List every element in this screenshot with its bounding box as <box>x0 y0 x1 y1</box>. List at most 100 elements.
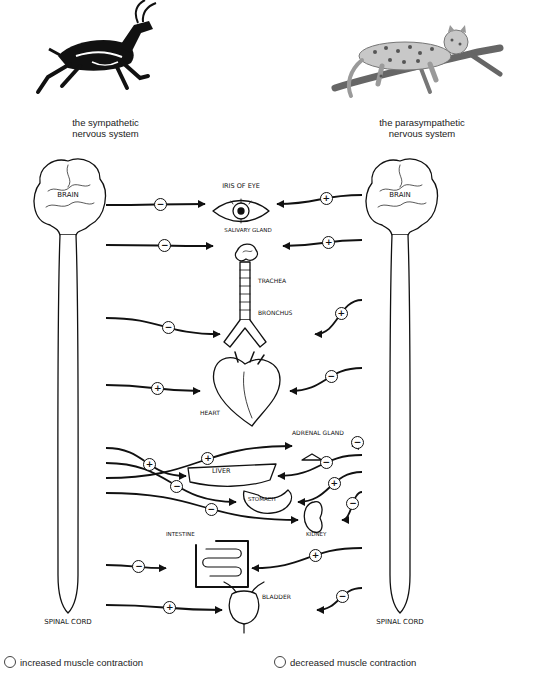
nerve-arrow <box>315 300 362 334</box>
heart-organ-drawing <box>200 352 290 430</box>
nerve-arrow <box>106 245 213 246</box>
nerve-arrow <box>352 440 362 446</box>
heart-organ: HEART <box>200 352 290 430</box>
organ-label: KIDNEY <box>306 531 342 537</box>
organ-outline <box>235 352 264 364</box>
nervous-system-drawing <box>30 155 106 640</box>
organ-label: IRIS OF EYE <box>205 183 277 190</box>
nervous-system: BRAIN SPINAL CORD <box>30 155 106 640</box>
gazelle-illustration <box>38 0 156 92</box>
organ-outline <box>243 372 252 418</box>
effect-sign: + <box>309 549 322 562</box>
effect-sign: + <box>328 477 341 490</box>
legend-swatch <box>4 656 16 668</box>
organ-outline <box>378 165 426 207</box>
gland-organ: ADRENAL GLAND <box>292 430 352 462</box>
organ-label: BLADDER <box>262 594 316 601</box>
airway-organ: TRACHEA BRONCHUS <box>220 262 315 350</box>
organ-outline <box>224 320 266 347</box>
organ-label: LIVER <box>212 468 252 475</box>
organ-label: STOMACH <box>248 496 296 502</box>
bladder-organ: BLADDER <box>222 586 317 634</box>
nerve-arrow <box>342 492 362 520</box>
organ-outline <box>366 159 437 235</box>
nerve-arrow <box>106 463 236 502</box>
nervous-system-drawing <box>362 155 438 640</box>
organ-outline <box>238 208 244 214</box>
organ-outline <box>243 251 252 252</box>
organ-outline <box>58 235 78 613</box>
nerve-arrow <box>106 204 205 205</box>
effect-sign: + <box>320 192 333 205</box>
organ-outline <box>233 203 249 219</box>
nerve-arrow <box>298 472 362 502</box>
organ-outline <box>231 199 251 223</box>
legend-entry: decreased muscle contraction <box>274 656 416 670</box>
legend-label: decreased muscle contraction <box>290 657 416 668</box>
system-caption: the sympathetic nervous system <box>58 118 153 140</box>
effect-sign: + <box>143 458 156 471</box>
nerve-arrow <box>278 455 362 476</box>
organ-outline <box>196 541 248 587</box>
organ-label: SPINAL CORD <box>38 618 98 626</box>
organ-label: SPINAL CORD <box>370 618 430 626</box>
organ-outline <box>229 591 258 624</box>
organ-outline <box>224 582 264 633</box>
organ-label: BRAIN <box>370 191 430 199</box>
nerve-arrow <box>106 385 200 391</box>
organ-outline <box>390 235 410 613</box>
system-caption: the parasympathetic nervous system <box>372 118 472 140</box>
effect-sign: + <box>163 601 176 614</box>
effect-sign: + <box>151 382 164 395</box>
organ-outline <box>240 270 250 310</box>
organ-label: HEART <box>200 410 234 417</box>
intestine-organ: INTESTINE <box>166 531 252 593</box>
organ-label: SALIVARY GLAND <box>213 227 283 233</box>
organ-outline <box>203 549 242 576</box>
nerve-arrow <box>106 605 222 610</box>
effect-sign: − <box>336 590 349 603</box>
nerve-arrow <box>252 548 362 568</box>
organ-outline <box>213 358 280 426</box>
effect-sign: − <box>351 436 364 449</box>
effect-sign: − <box>154 198 167 211</box>
organ-outline <box>240 262 250 320</box>
intestine-organ-drawing <box>166 531 252 593</box>
organ-outline <box>302 454 322 460</box>
organ-label: BRONCHUS <box>258 310 313 317</box>
organ-label: ADRENAL GLAND <box>292 430 350 437</box>
nerve-arrow <box>106 448 186 476</box>
organ-label: BRAIN <box>38 191 98 199</box>
gland-organ: SALIVARY GLAND <box>213 227 283 265</box>
leopard-illustration <box>335 25 500 96</box>
legend-label: increased muscle contraction <box>20 657 143 668</box>
nerve-arrow <box>106 446 292 478</box>
nerve-arrow <box>317 588 362 610</box>
effect-sign: − <box>346 497 359 510</box>
organ-label: INTESTINE <box>166 531 210 537</box>
effect-sign: + <box>322 236 335 249</box>
organ-outline <box>235 244 257 261</box>
nervous-system: BRAIN SPINAL CORD <box>362 155 438 640</box>
organ-outline <box>46 165 94 207</box>
organ-outline <box>34 159 105 235</box>
effect-sign: − <box>132 560 145 573</box>
organ-outline <box>188 464 276 486</box>
effect-sign: − <box>158 239 171 252</box>
liver-organ-drawing <box>186 462 278 490</box>
organ-outline <box>304 502 322 533</box>
effect-sign: − <box>325 370 338 383</box>
organ-outline <box>213 201 269 222</box>
legend-swatch <box>274 656 286 668</box>
organ-label: TRACHEA <box>258 278 313 285</box>
effect-sign: + <box>201 452 214 465</box>
nerve-arrow <box>277 195 362 204</box>
liver-organ: LIVER <box>186 462 278 490</box>
stomach-organ: STOMACH <box>236 487 298 517</box>
nerve-arrow <box>106 565 166 568</box>
effect-sign: − <box>170 480 183 493</box>
legend-entry: increased muscle contraction <box>4 656 143 670</box>
nerve-arrow <box>283 240 362 246</box>
